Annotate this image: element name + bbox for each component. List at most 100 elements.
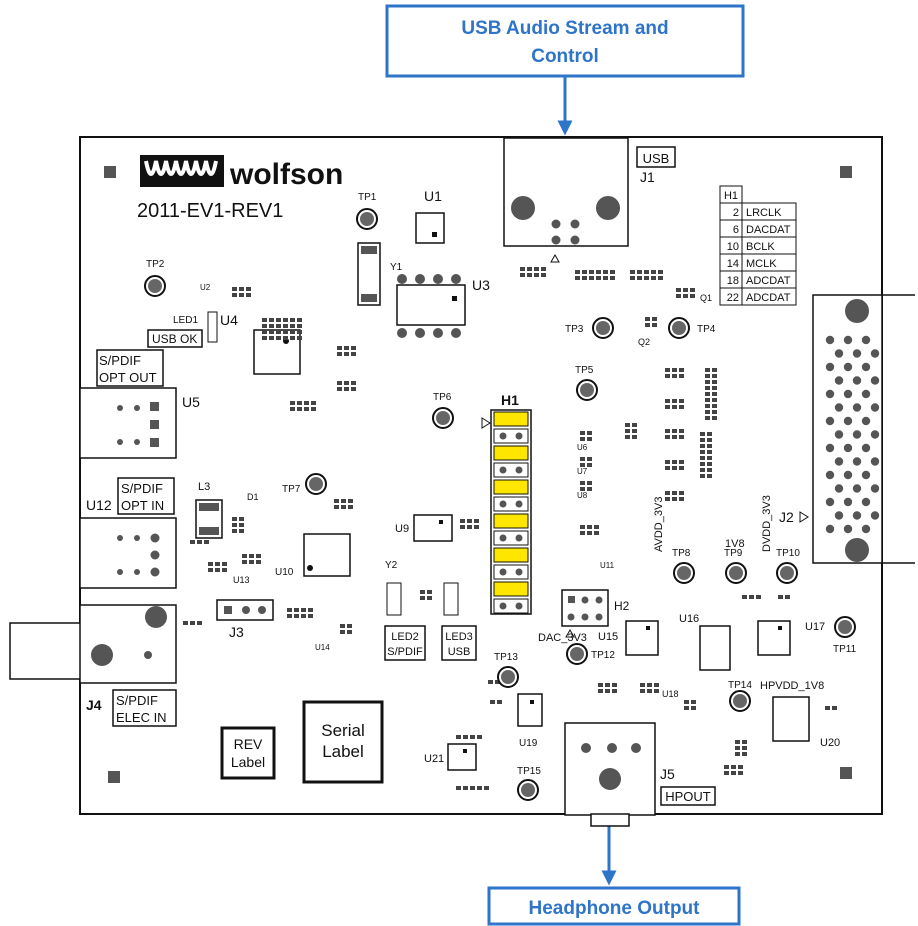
u5-designator: U5 (182, 394, 200, 410)
avdd-rail-label: AVDD_3V3 (653, 497, 665, 552)
h1-pin-number: 18 (727, 275, 739, 287)
tp1-label: TP1 (358, 192, 377, 203)
hpout-label: HPOUT (665, 789, 711, 804)
fiducial (108, 771, 120, 783)
dsub-pin (852, 511, 862, 520)
led3-line2: USB (448, 646, 471, 658)
headphone-callout: Headphone Output (487, 886, 741, 926)
spdif-elec-in-line1: S/PDIF (116, 693, 158, 708)
dsub-pin (861, 443, 871, 453)
spdif-opt-out-line2: OPT OUT (99, 370, 157, 385)
h1-pin-number: 2 (733, 207, 739, 219)
serial-line2: Label (322, 742, 364, 761)
j3-label: J3 (229, 624, 244, 640)
spdif-opt-in-line2: OPT IN (121, 498, 164, 513)
u14-label: U14 (315, 643, 330, 652)
dsub-pin (834, 376, 844, 385)
dsub-pin (870, 511, 880, 520)
spdif-opt-in-line1: S/PDIF (121, 481, 163, 496)
h1-pin-signal: MCLK (746, 258, 777, 270)
dsub-pin (861, 362, 871, 372)
dsub-pin (861, 389, 871, 399)
dsub-pin (852, 403, 862, 412)
serial-line1: Serial (321, 721, 364, 740)
h1-header-pin (493, 479, 529, 495)
dsub-pin (843, 389, 853, 399)
dsub-connector-j2: J2 (779, 294, 883, 564)
dsub-pin (843, 416, 853, 426)
brand-wordmark: wolfson (229, 158, 343, 191)
j4-label: J4 (86, 697, 102, 713)
tp3-label: TP3 (565, 324, 584, 335)
led3-line1: LED3 (445, 631, 473, 643)
h1-header-pin (493, 411, 529, 427)
dsub-pin (843, 362, 853, 372)
led2-line1: LED2 (391, 631, 419, 643)
rev-line2: Label (231, 754, 265, 770)
dsub-pin (825, 416, 835, 426)
tp8-label: TP8 (672, 548, 691, 559)
h1-header: H1 (481, 392, 532, 615)
dsub-pin (870, 484, 880, 493)
h1-header-pin (493, 564, 529, 580)
dsub-pin (825, 470, 835, 480)
dsub-pin (861, 470, 871, 480)
h1-pin-signal: LRCLK (746, 207, 782, 219)
h1-pin-number: 14 (727, 258, 739, 270)
dac-rail-label: DAC_3V3 (538, 632, 587, 644)
h2-label: H2 (614, 599, 630, 613)
h1-header-pin (493, 428, 529, 444)
y1-crystal (357, 242, 381, 306)
h1-pin-signal: BCLK (746, 241, 775, 253)
h1-pin-number: 6 (733, 224, 739, 236)
q2-label: Q2 (638, 337, 650, 347)
dsub-pin (825, 362, 835, 372)
spdif-opt-out-connector: S/PDIF OPT OUT (79, 349, 177, 459)
h1-header-pin (493, 462, 529, 478)
dsub-pin (870, 349, 880, 358)
h1-header-pin (493, 445, 529, 461)
j2-label: J2 (779, 509, 794, 525)
dsub-pin (852, 376, 862, 385)
passive-components (183, 267, 837, 790)
dsub-pin (843, 335, 853, 345)
l3-label: L3 (198, 481, 210, 493)
u20-label: U20 (820, 737, 840, 749)
callout-bottom: Headphone Output (529, 898, 701, 919)
spdif-elec-in-line2: ELEC IN (116, 710, 167, 725)
dsub-pin (834, 403, 844, 412)
led1-label: LED1 (173, 315, 198, 326)
tp11-label: TP11 (833, 644, 857, 655)
u21-label: U21 (424, 753, 444, 765)
dsub-pin (870, 430, 880, 439)
fiducial (104, 166, 116, 178)
u19-label: U19 (519, 738, 538, 749)
dsub-pin (852, 484, 862, 493)
dsub-pin (843, 443, 853, 453)
rev-label-box: REV Label (220, 726, 276, 780)
h1-pin-signal: ADCDAT (746, 292, 791, 304)
u9-chip (413, 514, 453, 542)
u1-label: U1 (424, 188, 442, 204)
callout-top-line2: Control (531, 46, 599, 67)
h1-header-pin (493, 530, 529, 546)
tp6-label: TP6 (433, 392, 452, 403)
u17-chip (757, 620, 791, 656)
dsub-pin (834, 457, 844, 466)
fiducial (840, 767, 852, 779)
u16-chip (699, 625, 731, 671)
u3-chip (396, 274, 466, 338)
tp9-label: TP9 (724, 548, 743, 559)
usb-connector-j1: USB J1 (503, 137, 676, 263)
spdif-elec-in-connector: S/PDIF ELEC IN J4 (9, 604, 177, 727)
dsub-pin (870, 457, 880, 466)
q1-label: Q1 (700, 293, 712, 303)
spdif-opt-in-connector: S/PDIF OPT IN (79, 477, 177, 589)
dsub-pin (825, 497, 835, 507)
dsub-pin (852, 430, 862, 439)
spdif-opt-out-line1: S/PDIF (99, 353, 141, 368)
h1-label: H1 (501, 392, 519, 408)
tp12-label: TP12 (591, 650, 615, 661)
